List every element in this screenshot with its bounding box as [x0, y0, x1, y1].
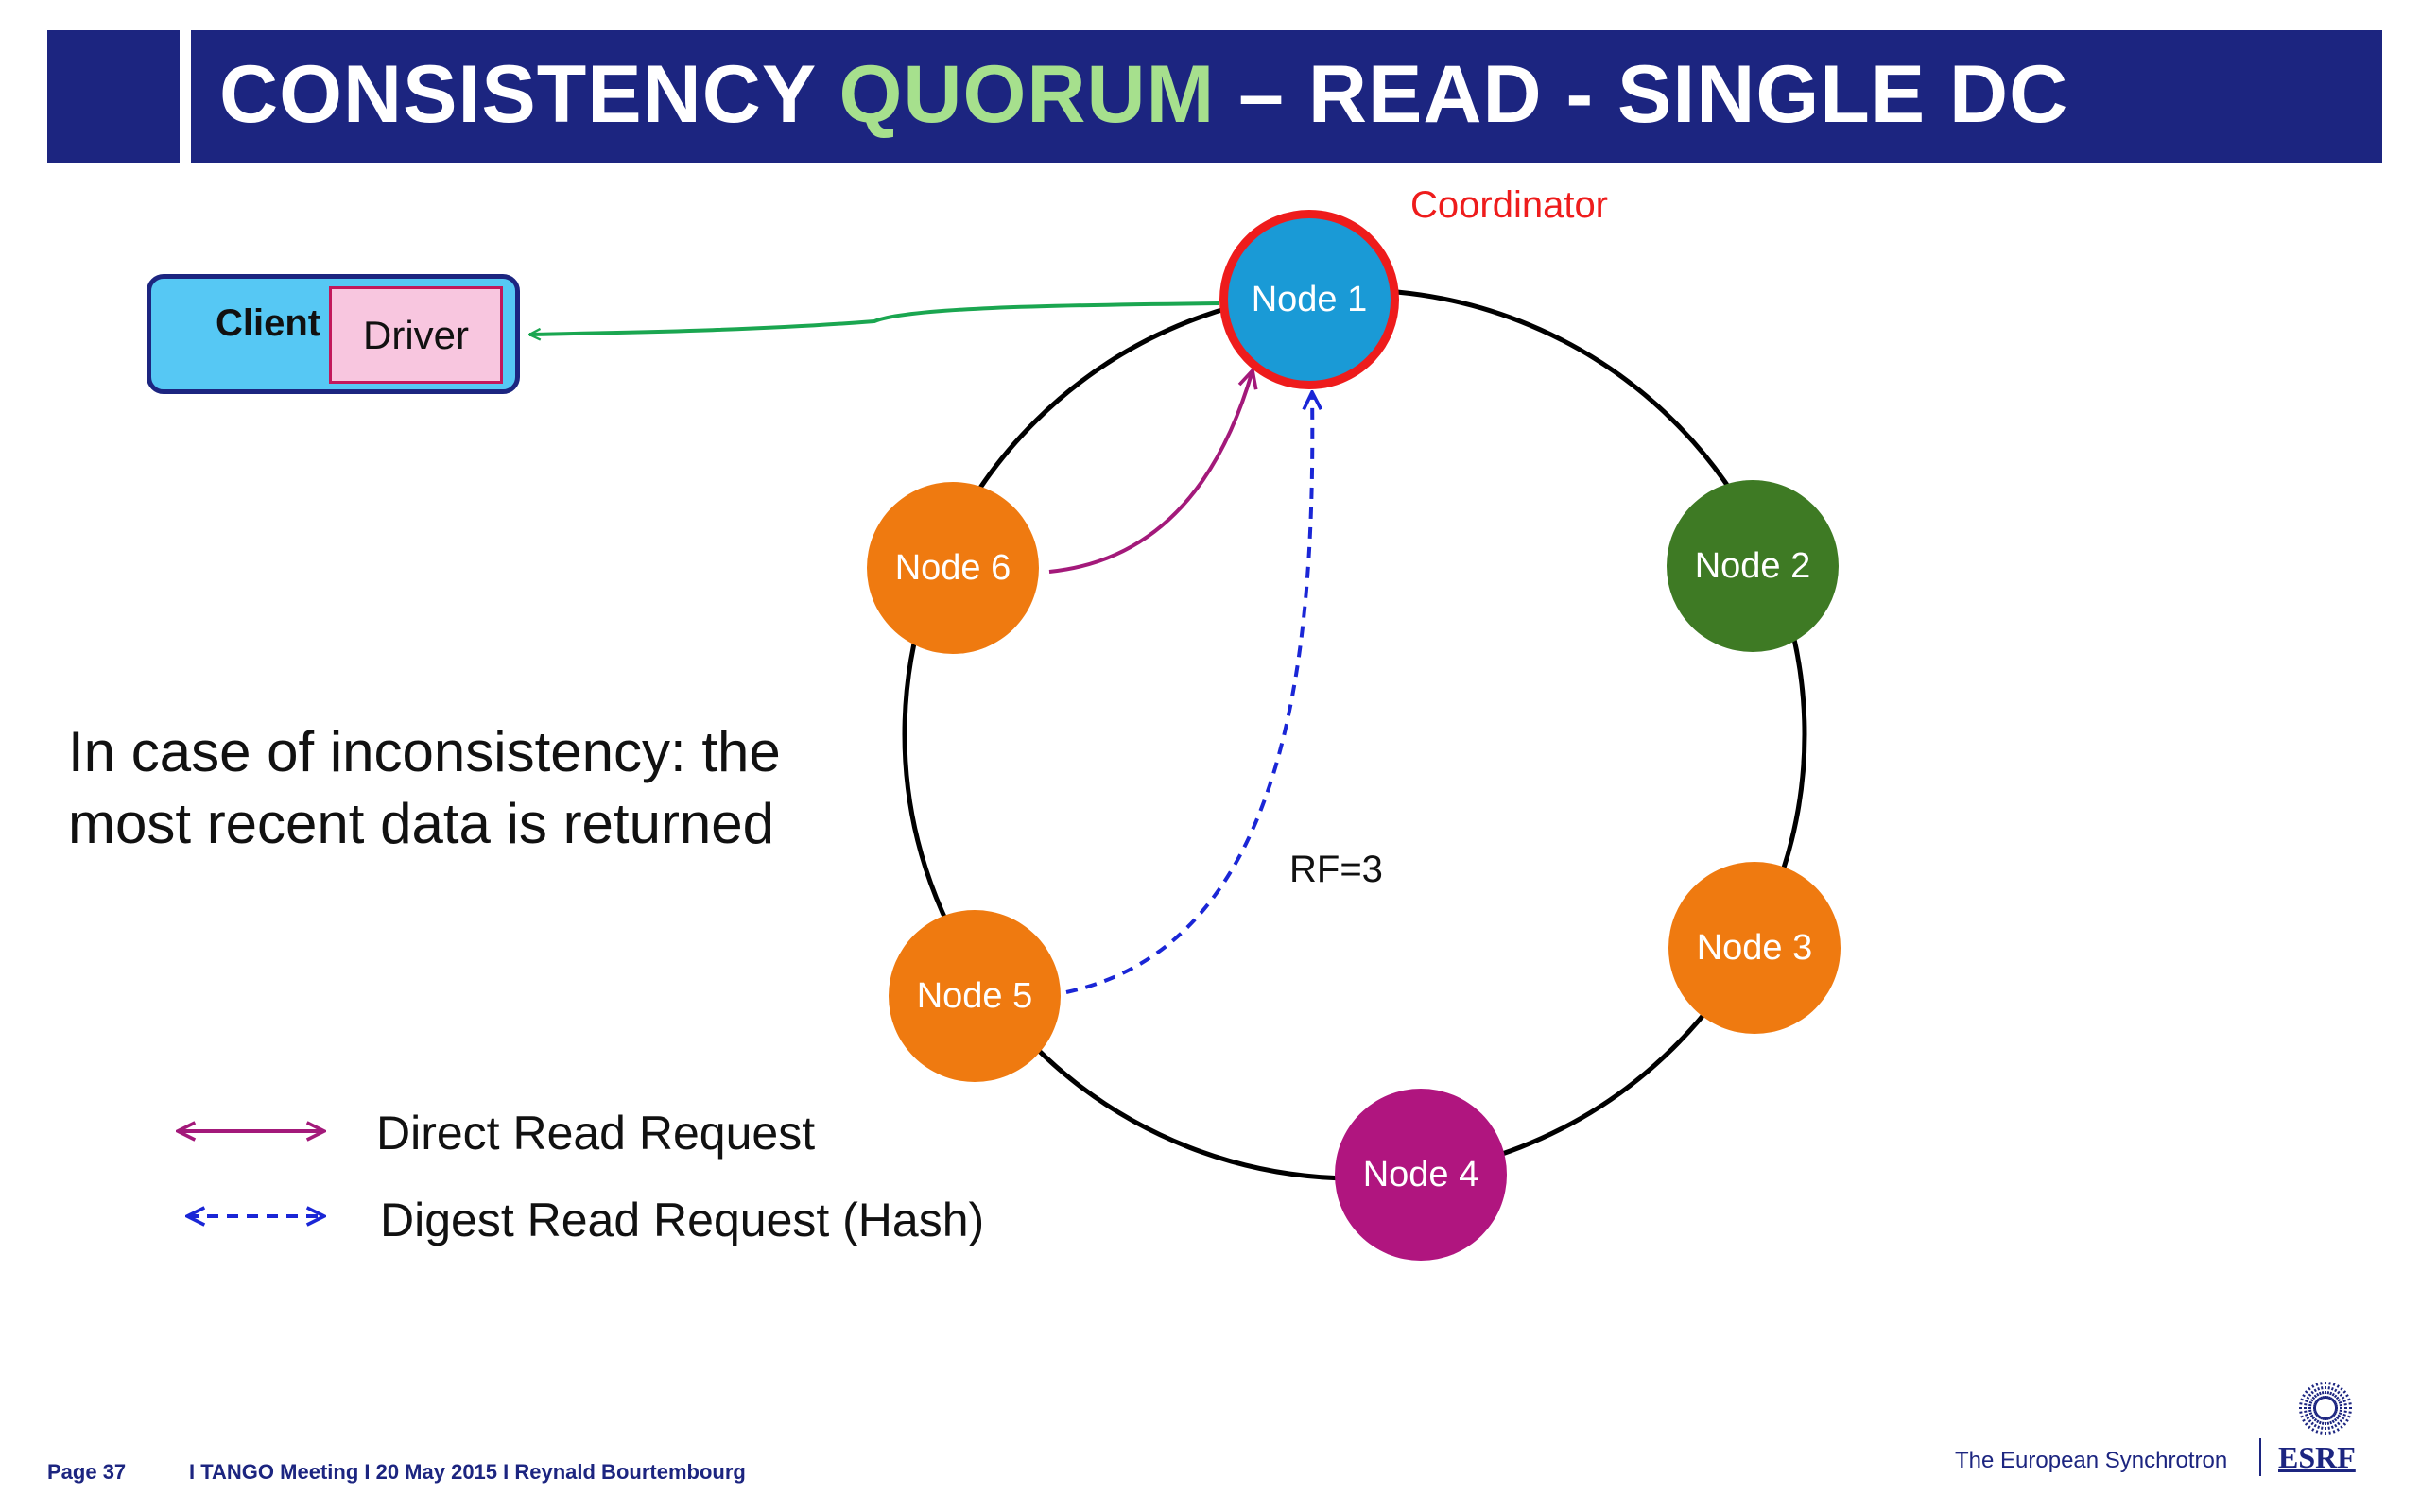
- starburst-ray: [2334, 1397, 2353, 1406]
- node-3: Node 3: [1668, 862, 1841, 1034]
- starburst-ray: [2297, 1408, 2317, 1415]
- starburst-ray: [2297, 1401, 2317, 1408]
- starburst-ray: [2332, 1413, 2348, 1428]
- starburst-ray: [2314, 1381, 2324, 1400]
- node-1: Node 1: [1219, 210, 1399, 389]
- starburst-ray: [2325, 1380, 2332, 1400]
- starburst-ray: [2303, 1388, 2319, 1403]
- footer-divider: [2259, 1438, 2261, 1476]
- starburst-ray: [2334, 1410, 2353, 1419]
- starburst-ray: [2303, 1413, 2319, 1428]
- starburst-ray: [2333, 1412, 2351, 1423]
- note-line-2: most recent data is returned: [68, 792, 775, 855]
- legend-digest-label: Digest Read Request (Hash): [380, 1194, 985, 1246]
- footer-page: Page 37: [47, 1460, 127, 1484]
- node-5-label: Node 5: [916, 975, 1033, 1016]
- starburst-ray: [2329, 1383, 2341, 1400]
- inconsistency-note: In case of inconsistency: the most recen…: [68, 716, 900, 860]
- starburst-ray: [2330, 1415, 2345, 1431]
- digest-read-arrow: [1065, 392, 1312, 994]
- starburst-ray: [2325, 1417, 2332, 1436]
- starburst-ray: [2300, 1393, 2318, 1404]
- footer-brand: The European Synchrotron: [1955, 1448, 2228, 1473]
- direct-read-arrow: [1048, 370, 1253, 574]
- node-3-label: Node 3: [1696, 927, 1813, 968]
- starburst-ray: [2334, 1408, 2354, 1415]
- starburst-ray: [2300, 1412, 2318, 1423]
- starburst-ray: [2329, 1416, 2341, 1434]
- starburst-ray: [2330, 1385, 2345, 1401]
- node-2: Node 2: [1667, 480, 1839, 652]
- starburst-ray: [2332, 1388, 2348, 1403]
- page-title: CONSISTENCY QUORUM – READ - SINGLE DC: [219, 47, 2068, 142]
- node-1-label: Node 1: [1251, 279, 1368, 319]
- node-6-label: Node 6: [894, 547, 1011, 588]
- starburst-ray: [2334, 1401, 2354, 1408]
- esrf-logo-text: ESRF: [2278, 1440, 2356, 1474]
- node-4-label: Node 4: [1362, 1154, 1479, 1194]
- starburst-ray: [2298, 1410, 2317, 1419]
- starburst-ray: [2310, 1383, 2322, 1400]
- node-6: Node 6: [867, 482, 1039, 654]
- starburst-ray: [2310, 1416, 2322, 1434]
- response-arrow: [529, 301, 1220, 335]
- client-label: Client: [216, 302, 321, 344]
- starburst-ray: [2298, 1397, 2317, 1406]
- client-box: Client Driver: [147, 274, 520, 394]
- starburst-ray: [2314, 1417, 2324, 1435]
- starburst-ray: [2319, 1417, 2325, 1436]
- driver-box: Driver: [329, 286, 503, 384]
- node-4: Node 4: [1335, 1089, 1507, 1261]
- title-bar: CONSISTENCY QUORUM – READ - SINGLE DC: [191, 30, 2382, 163]
- starburst-ray: [2306, 1385, 2321, 1401]
- starburst-ray: [2306, 1415, 2321, 1431]
- replication-factor-label: RF=3: [1289, 849, 1383, 890]
- footer-meeting: I TANGO Meeting I 20 May 2015 I Reynald …: [189, 1460, 746, 1484]
- starburst-ray: [2327, 1417, 2337, 1435]
- node-2-label: Node 2: [1694, 545, 1811, 586]
- title-part1: CONSISTENCY: [219, 49, 839, 140]
- starburst-ray: [2333, 1393, 2351, 1404]
- starburst-ray: [2327, 1381, 2337, 1400]
- esrf-logo-icon: [2297, 1380, 2354, 1436]
- starburst-ray: [2319, 1380, 2325, 1400]
- coordinator-label: Coordinator: [1410, 184, 1609, 226]
- legend-direct-label: Direct Read Request: [376, 1107, 816, 1160]
- title-accent: QUORUM: [838, 49, 1216, 140]
- node-5: Node 5: [889, 910, 1061, 1082]
- title-part2: – READ - SINGLE DC: [1215, 49, 2069, 140]
- note-line-1: In case of inconsistency: the: [68, 720, 781, 783]
- title-block: [47, 30, 180, 163]
